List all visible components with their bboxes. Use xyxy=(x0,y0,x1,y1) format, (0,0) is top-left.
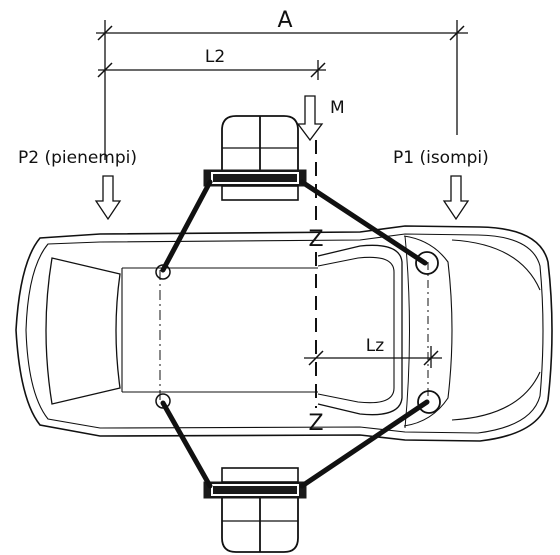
dimension-lz-label: Lz xyxy=(366,336,384,356)
lift-arms xyxy=(160,179,430,489)
load-p2-label: P2 (pienempi) xyxy=(18,148,137,168)
load-arrow-p1: P1 (isompi) xyxy=(393,148,489,221)
axis-z-bottom-label: Z xyxy=(308,411,323,436)
dimension-a-label: A xyxy=(277,8,292,33)
load-arrow-m: M xyxy=(296,95,345,142)
lift-post-top xyxy=(203,115,307,201)
load-p1-label: P1 (isompi) xyxy=(393,148,489,168)
lift-point-front-top xyxy=(415,251,439,275)
lift-post-bottom xyxy=(203,467,307,553)
dimension-l2-label: L2 xyxy=(205,47,225,67)
load-arrow-p2: P2 (pienempi) xyxy=(18,148,137,221)
axis-z: Z Z xyxy=(308,140,324,436)
car-outline xyxy=(15,225,553,442)
dimension-a: A xyxy=(96,8,468,160)
axis-z-top-label: Z xyxy=(308,227,323,252)
load-m-label: M xyxy=(330,98,345,118)
lift-point-front-bottom xyxy=(417,390,441,414)
dimension-lz: Lz xyxy=(304,336,442,368)
dimension-l2: L2 xyxy=(97,47,326,80)
